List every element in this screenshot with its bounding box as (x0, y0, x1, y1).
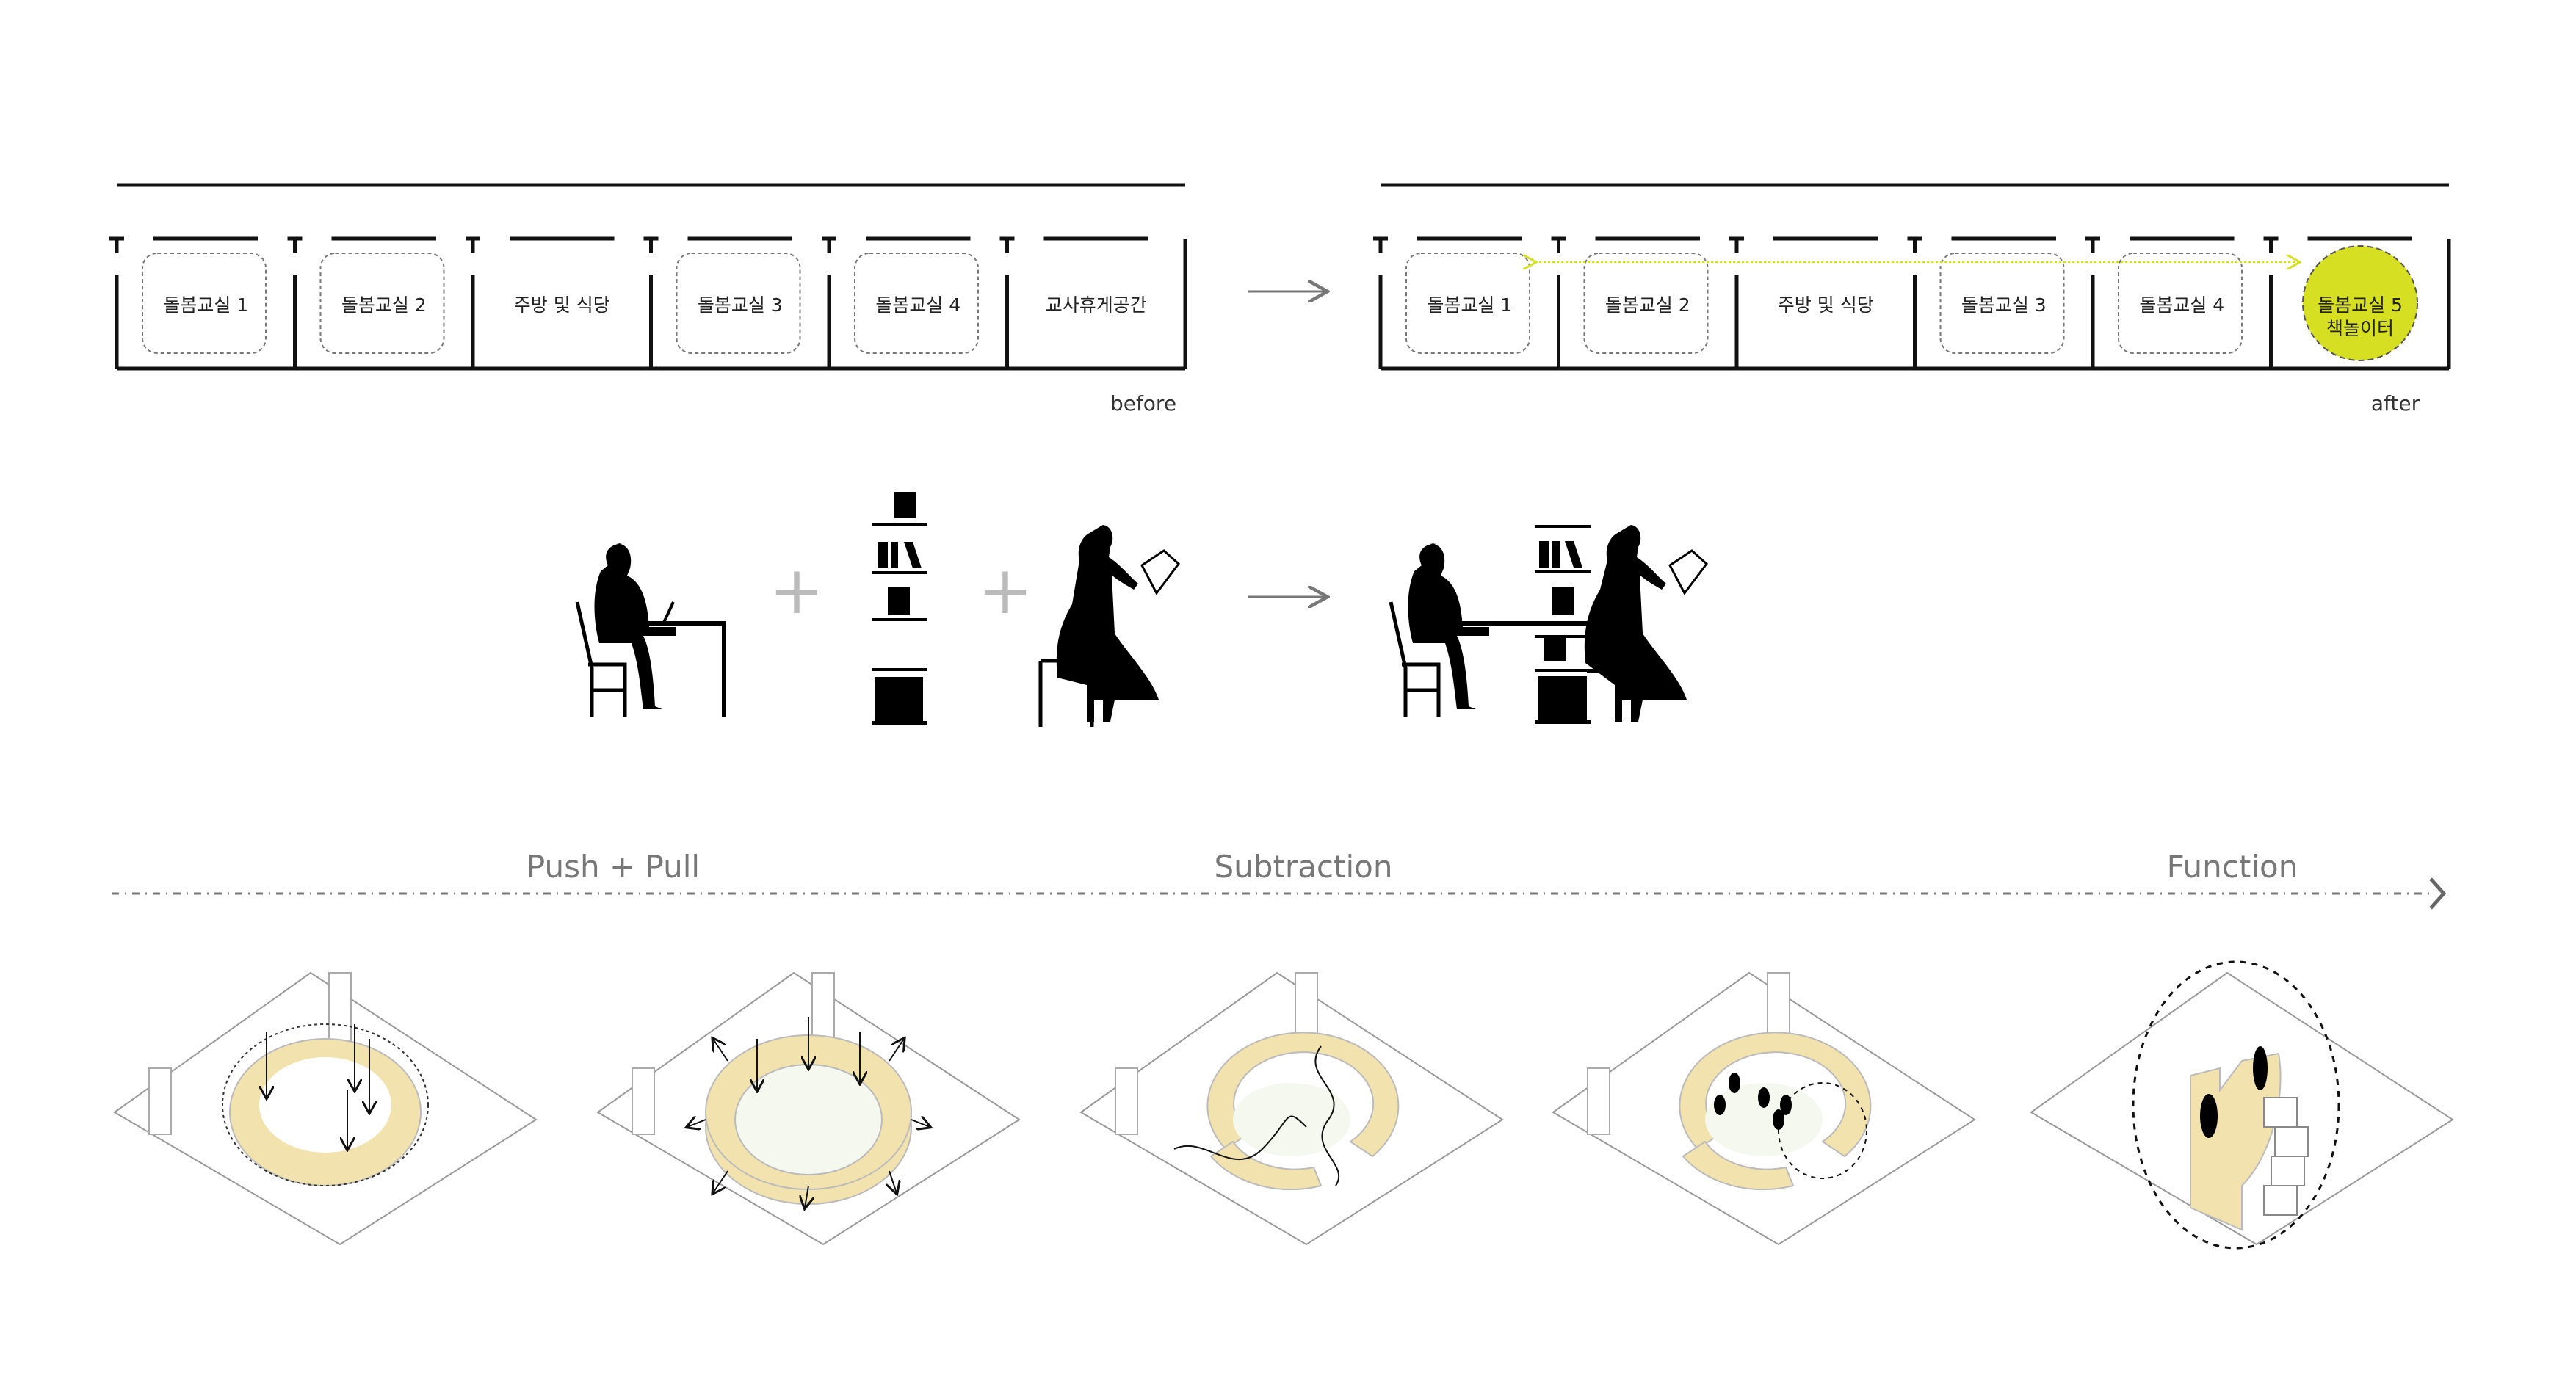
after-floor-plan: 돌봄교실 1 돌봄교실 2 주방 및 식당 돌봄교실 3 돌봄교실 4 (1373, 183, 2451, 371)
arrow-icon (713, 1039, 728, 1062)
before-label: before (1110, 391, 1176, 416)
room-zone (1583, 253, 1709, 354)
child-silhouette (2253, 1046, 2268, 1090)
stage-label-push-pull: Push + Pull (527, 849, 700, 885)
room-label: 돌봄교실 3 (698, 294, 783, 316)
arrow-icon (805, 1185, 808, 1208)
room-label: 돌봄교실 4 (875, 294, 960, 316)
after-label: after (2371, 391, 2420, 416)
child-silhouette (1714, 1095, 1726, 1115)
arrow-icon (911, 1120, 930, 1127)
room-label: 돌봄교실 1 (1427, 294, 1512, 316)
room-label-highlight: 돌봄교실 5 (2318, 294, 2403, 316)
room-label: 돌봄교실 2 (1605, 294, 1690, 316)
plus-icon: + (977, 552, 1032, 629)
wall-panel (811, 972, 835, 1047)
chevron-right-icon (2429, 877, 2447, 910)
room-label: 주방 및 식당 (1778, 294, 1874, 316)
isometric-sequence (113, 960, 2454, 1250)
focus-circle (2132, 960, 2340, 1250)
child-silhouette (2200, 1094, 2218, 1138)
isometric-step-5 (2030, 960, 2454, 1250)
isometric-step-3 (1079, 971, 1504, 1246)
room-zone (319, 253, 445, 354)
plus-icon: + (769, 552, 824, 629)
highlight-circle (2302, 245, 2418, 361)
room-label: 돌봄교실 2 (341, 294, 427, 316)
arrow-icon (713, 1170, 728, 1193)
cube-seat (2271, 1156, 2305, 1186)
curved-seating (1206, 1032, 1400, 1158)
room-zone (1939, 253, 2065, 354)
stage-label-subtraction: Subtraction (1215, 849, 1393, 885)
wall-panel (632, 1067, 655, 1135)
person-at-desk-icon (575, 543, 726, 717)
room-zone (142, 253, 267, 354)
room-label: 주방 및 식당 (514, 294, 610, 316)
room-label: 돌봄교실 4 (2139, 294, 2224, 316)
child-silhouette (1758, 1087, 1770, 1108)
circulation-path (1173, 1045, 1340, 1186)
child-silhouette (1729, 1073, 1740, 1093)
arrow-icon (687, 1120, 706, 1127)
child-silhouette (1780, 1095, 1792, 1115)
wall-panel (1587, 1067, 1610, 1135)
room-zone (676, 253, 801, 354)
curved-seating (1679, 1032, 1872, 1158)
isometric-step-1 (113, 971, 538, 1246)
cube-seat (2263, 1185, 2298, 1216)
cube-seat (2274, 1126, 2309, 1157)
wall-panel (328, 972, 352, 1047)
room-label: 돌봄교실 3 (1961, 294, 2047, 316)
room-zone (2118, 253, 2243, 354)
isometric-step-4 (1552, 971, 1976, 1246)
room-label: 교사휴게공간 (1046, 294, 1147, 316)
bookshelf-icon (872, 492, 927, 725)
isometric-step-2 (596, 971, 1021, 1246)
wall-panel (148, 1067, 172, 1135)
combined-furniture-icon (1389, 525, 1709, 724)
reading-woman-icon (1038, 525, 1181, 727)
cube-seat (2263, 1097, 2298, 1128)
room-zone (854, 253, 979, 354)
room-sub-label: 책놀이터 (2326, 318, 2394, 339)
room-zone (1405, 253, 1530, 354)
stage-label-function: Function (2167, 849, 2298, 885)
arrow-icon (889, 1039, 904, 1062)
child-silhouette (1773, 1109, 1784, 1130)
arrow-icon (889, 1170, 897, 1193)
wall-panel (1115, 1067, 1138, 1135)
before-floor-plan: 돌봄교실 1 돌봄교실 2 주방 및 식당 돌봄교실 3 돌봄교실 4 교사휴게공간 (109, 183, 1187, 371)
room-label: 돌봄교실 1 (163, 294, 248, 316)
